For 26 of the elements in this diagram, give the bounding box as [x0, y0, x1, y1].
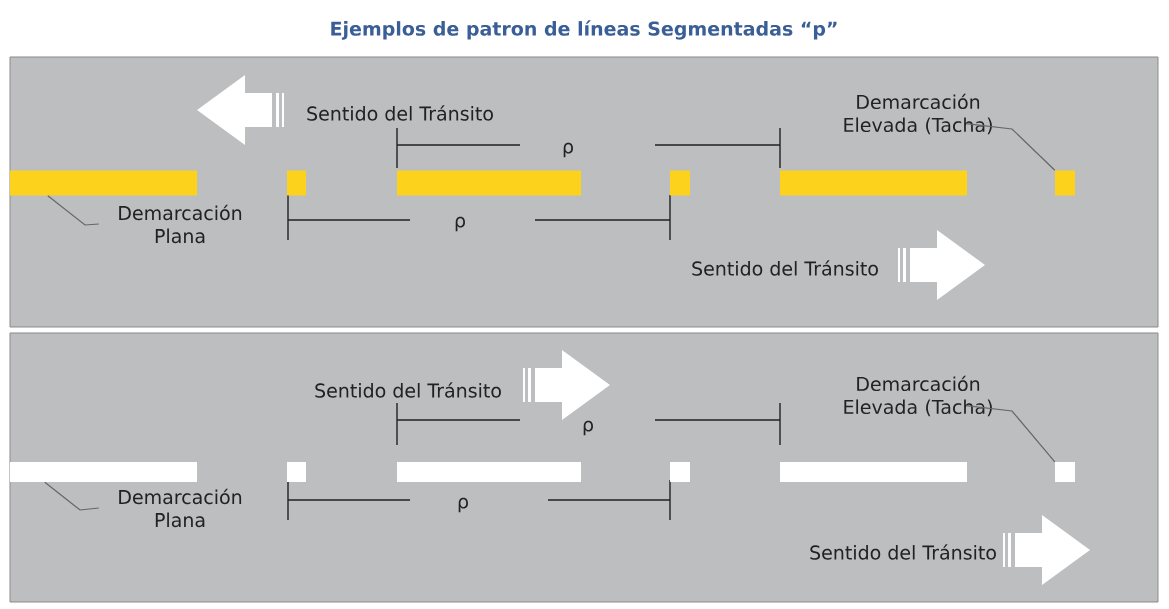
leader-line — [965, 122, 1056, 171]
road-marking — [10, 462, 197, 482]
callout-label: Demarcación Elevada (Tacha) — [844, 93, 992, 135]
road-marking — [287, 170, 306, 196]
road-marking — [670, 170, 690, 196]
leader-line — [47, 195, 100, 226]
road-marking — [1055, 170, 1075, 196]
label: Sentido del Tránsito — [315, 382, 501, 398]
label: Sentido del Tránsito — [692, 260, 878, 276]
road-marking — [780, 462, 967, 482]
road-marking — [10, 170, 197, 196]
callout-label: Demarcación Plana — [119, 488, 242, 528]
callout-label: Demarcación Plana — [119, 204, 242, 244]
road-marking — [670, 462, 690, 482]
label: Sentido del Tránsito — [810, 544, 996, 560]
leader-line — [44, 481, 100, 511]
title: Ejemplos de patron de líneas Segmentadas “p” — [331, 20, 837, 40]
label: Sentido del Tránsito — [307, 105, 493, 121]
road-marking — [780, 170, 967, 196]
leader-line — [965, 404, 1056, 463]
callout-label: Demarcación Elevada (Tacha) — [844, 375, 992, 417]
label: ρ — [583, 420, 593, 436]
road-marking — [1055, 462, 1075, 482]
label: ρ — [455, 216, 465, 232]
road-marking — [397, 462, 581, 482]
road-marking — [397, 170, 581, 196]
